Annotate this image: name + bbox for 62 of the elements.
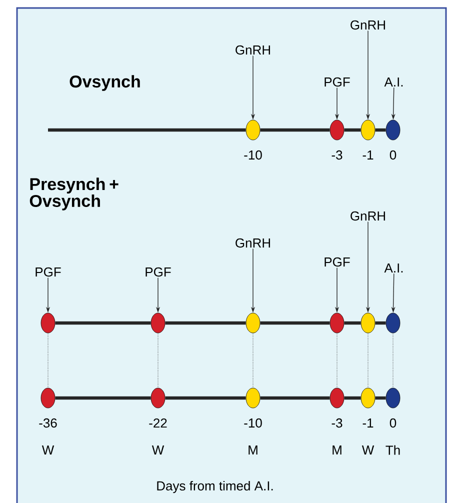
treatment-dot bbox=[360, 388, 376, 408]
day-number: -22 bbox=[149, 418, 167, 428]
timeline-bar bbox=[48, 128, 246, 132]
day-number: 0 bbox=[390, 150, 396, 160]
day-number: -3 bbox=[332, 150, 342, 160]
day-number: -1 bbox=[362, 418, 374, 428]
timeline-bar bbox=[344, 321, 361, 325]
weekday-label: W bbox=[152, 446, 164, 454]
day-number: -36 bbox=[39, 418, 57, 428]
dotted-line bbox=[252, 332, 254, 388]
hormone-label: GnRH bbox=[236, 238, 270, 248]
timeline-bar bbox=[375, 321, 386, 325]
treatment-dot bbox=[246, 388, 260, 408]
treatment-dot bbox=[386, 120, 400, 140]
day-number: -10 bbox=[244, 418, 262, 428]
treatment-dot bbox=[330, 312, 344, 334]
treatment-dot bbox=[246, 120, 260, 140]
hormone-label: PGF bbox=[36, 267, 61, 277]
timeline-bar bbox=[165, 396, 246, 400]
weekday-label: W bbox=[362, 446, 374, 454]
day-number: -1 bbox=[362, 150, 374, 160]
axis-caption: Days from timed A.I. bbox=[157, 480, 273, 494]
treatment-dot bbox=[386, 312, 400, 334]
treatment-dot bbox=[246, 312, 260, 334]
hormone-label: A.I. bbox=[384, 78, 403, 86]
treatment-dot bbox=[330, 388, 344, 408]
hormone-label: GnRH bbox=[350, 211, 385, 221]
timeline-bar bbox=[165, 321, 246, 325]
weekday-label: Th bbox=[386, 445, 400, 455]
hormone-label: PGF bbox=[324, 257, 350, 267]
timeline-bar bbox=[55, 396, 151, 400]
treatment-dot bbox=[330, 120, 344, 140]
treatment-dot bbox=[150, 388, 166, 408]
weekday-label: M bbox=[332, 446, 342, 454]
hormone-label: A.I. bbox=[384, 264, 403, 272]
day-number: 0 bbox=[390, 418, 396, 428]
timeline-bar bbox=[375, 396, 386, 400]
treatment-dot bbox=[40, 388, 56, 408]
treatment-dot bbox=[150, 312, 166, 334]
treatment-dot bbox=[386, 388, 400, 408]
timeline-bar bbox=[344, 128, 361, 132]
dotted-line bbox=[336, 332, 338, 388]
treatment-dot bbox=[360, 120, 376, 140]
dotted-line bbox=[392, 332, 394, 388]
treatment-dot bbox=[40, 312, 56, 334]
treatment-dot bbox=[360, 312, 376, 334]
timeline-bar bbox=[375, 128, 386, 132]
timeline-bar bbox=[260, 396, 330, 400]
weekday-label: W bbox=[42, 446, 54, 454]
hormone-label: GnRH bbox=[236, 45, 270, 55]
hormone-label: PGF bbox=[146, 267, 171, 277]
timeline-bar bbox=[260, 128, 330, 132]
hormone-label: GnRH bbox=[350, 20, 385, 30]
timeline-bar bbox=[344, 396, 361, 400]
hormone-label: PGF bbox=[324, 77, 350, 87]
weekday-label: M bbox=[248, 446, 258, 454]
day-number: -3 bbox=[332, 418, 342, 428]
protocol-title: Presynch + Ovsynch bbox=[30, 178, 118, 210]
timeline-bar bbox=[55, 321, 151, 325]
protocol-title: Ovsynch bbox=[70, 75, 140, 91]
day-number: -10 bbox=[244, 150, 262, 160]
timeline-bar bbox=[260, 321, 330, 325]
